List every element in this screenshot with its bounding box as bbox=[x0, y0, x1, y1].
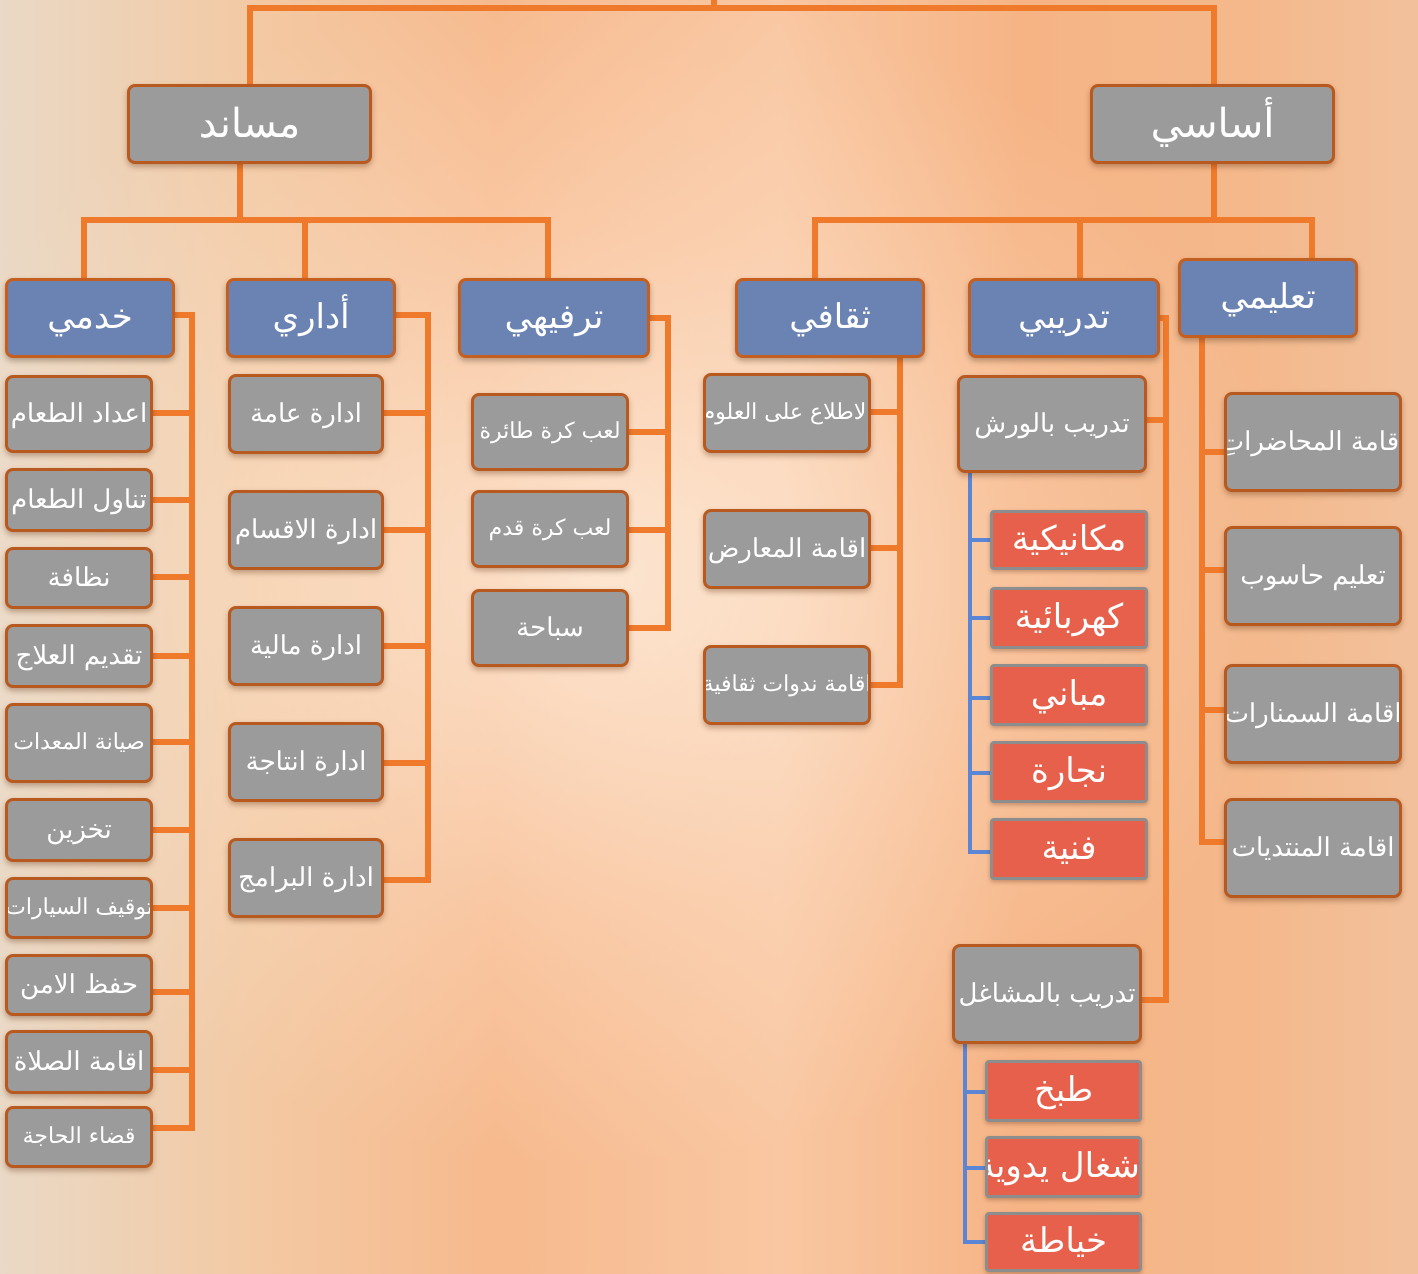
service-item[interactable]: حفظ الامن bbox=[5, 954, 153, 1016]
training-node[interactable]: تدريبي bbox=[968, 278, 1160, 358]
admin-node[interactable]: أداري bbox=[226, 278, 396, 358]
service-item[interactable]: اعداد الطعام bbox=[5, 375, 153, 453]
craft-item[interactable]: خياطة bbox=[985, 1212, 1142, 1272]
service-item[interactable]: تخزين bbox=[5, 798, 153, 862]
admin-item[interactable]: ادارة مالية bbox=[228, 606, 384, 686]
admin-item[interactable]: ادارة انتاجة bbox=[228, 722, 384, 802]
connector-educational bbox=[1199, 335, 1227, 845]
service-item[interactable]: تناول الطعام bbox=[5, 468, 153, 532]
educational-node[interactable]: تعليمي bbox=[1178, 258, 1358, 338]
connector-support bbox=[81, 159, 551, 285]
recreation-item[interactable]: لعب كرة قدم bbox=[471, 490, 629, 568]
workshop-item[interactable]: كهربائية bbox=[990, 587, 1148, 649]
admin-item[interactable]: ادارة الاقسام bbox=[228, 490, 384, 570]
connector-cultural bbox=[865, 353, 903, 688]
service-item[interactable]: نظافة bbox=[5, 547, 153, 609]
connector-workshops bbox=[968, 472, 992, 854]
workshops-node[interactable]: تدريب بالورش bbox=[957, 375, 1147, 473]
connector-service bbox=[147, 312, 195, 1131]
workshop-item[interactable]: نجارة bbox=[990, 741, 1148, 803]
admin-item[interactable]: ادارة البرامج bbox=[228, 838, 384, 918]
connector-crafts bbox=[963, 1043, 987, 1244]
recreation-item[interactable]: لعب كرة طائرة bbox=[471, 393, 629, 471]
educational-item[interactable]: تعليم حاسوب bbox=[1224, 526, 1402, 626]
admin-item[interactable]: ادارة عامة bbox=[228, 374, 384, 454]
service-item[interactable]: توقيف السيارات bbox=[5, 877, 153, 939]
crafts-node[interactable]: تدريب بالمشاغل bbox=[952, 944, 1142, 1044]
service-item[interactable]: قضاء الحاجة bbox=[5, 1106, 153, 1168]
service-item[interactable]: اقامة الصلاة bbox=[5, 1030, 153, 1094]
educational-item[interactable]: اقامة المحاضراتِ bbox=[1224, 392, 1402, 492]
recreation-node[interactable]: ترفيهي bbox=[458, 278, 650, 358]
craft-item[interactable]: طبخ bbox=[985, 1060, 1142, 1122]
cultural-item[interactable]: اقامة المعارض bbox=[703, 509, 871, 589]
service-item[interactable]: تقديم العلاج bbox=[5, 624, 153, 688]
connector-recreation bbox=[624, 315, 671, 631]
connector-basic bbox=[812, 159, 1315, 285]
workshop-item[interactable]: مباني bbox=[990, 664, 1148, 726]
educational-item[interactable]: اقامة المنتديات bbox=[1224, 798, 1402, 898]
recreation-item[interactable]: سباحة bbox=[471, 589, 629, 667]
support-node[interactable]: مساند bbox=[127, 84, 372, 164]
cultural-node[interactable]: ثقافي bbox=[735, 278, 925, 358]
workshop-item[interactable]: فنية bbox=[990, 818, 1148, 880]
cultural-item[interactable]: اقامة ندوات ثقافية bbox=[703, 645, 871, 725]
educational-item[interactable]: اقامة السمنارات bbox=[1224, 664, 1402, 764]
connector-root bbox=[247, 0, 1217, 91]
connector-admin bbox=[378, 312, 431, 883]
service-item[interactable]: صيانة المعدات bbox=[5, 703, 153, 783]
craft-item[interactable]: اشغال يدوية bbox=[985, 1136, 1142, 1198]
workshop-item[interactable]: مكانيكية bbox=[990, 510, 1148, 570]
cultural-item[interactable]: الاطلاع على العلوم bbox=[703, 373, 871, 453]
basic-node[interactable]: أساسي bbox=[1090, 84, 1335, 164]
service-node[interactable]: خدمي bbox=[5, 278, 175, 358]
